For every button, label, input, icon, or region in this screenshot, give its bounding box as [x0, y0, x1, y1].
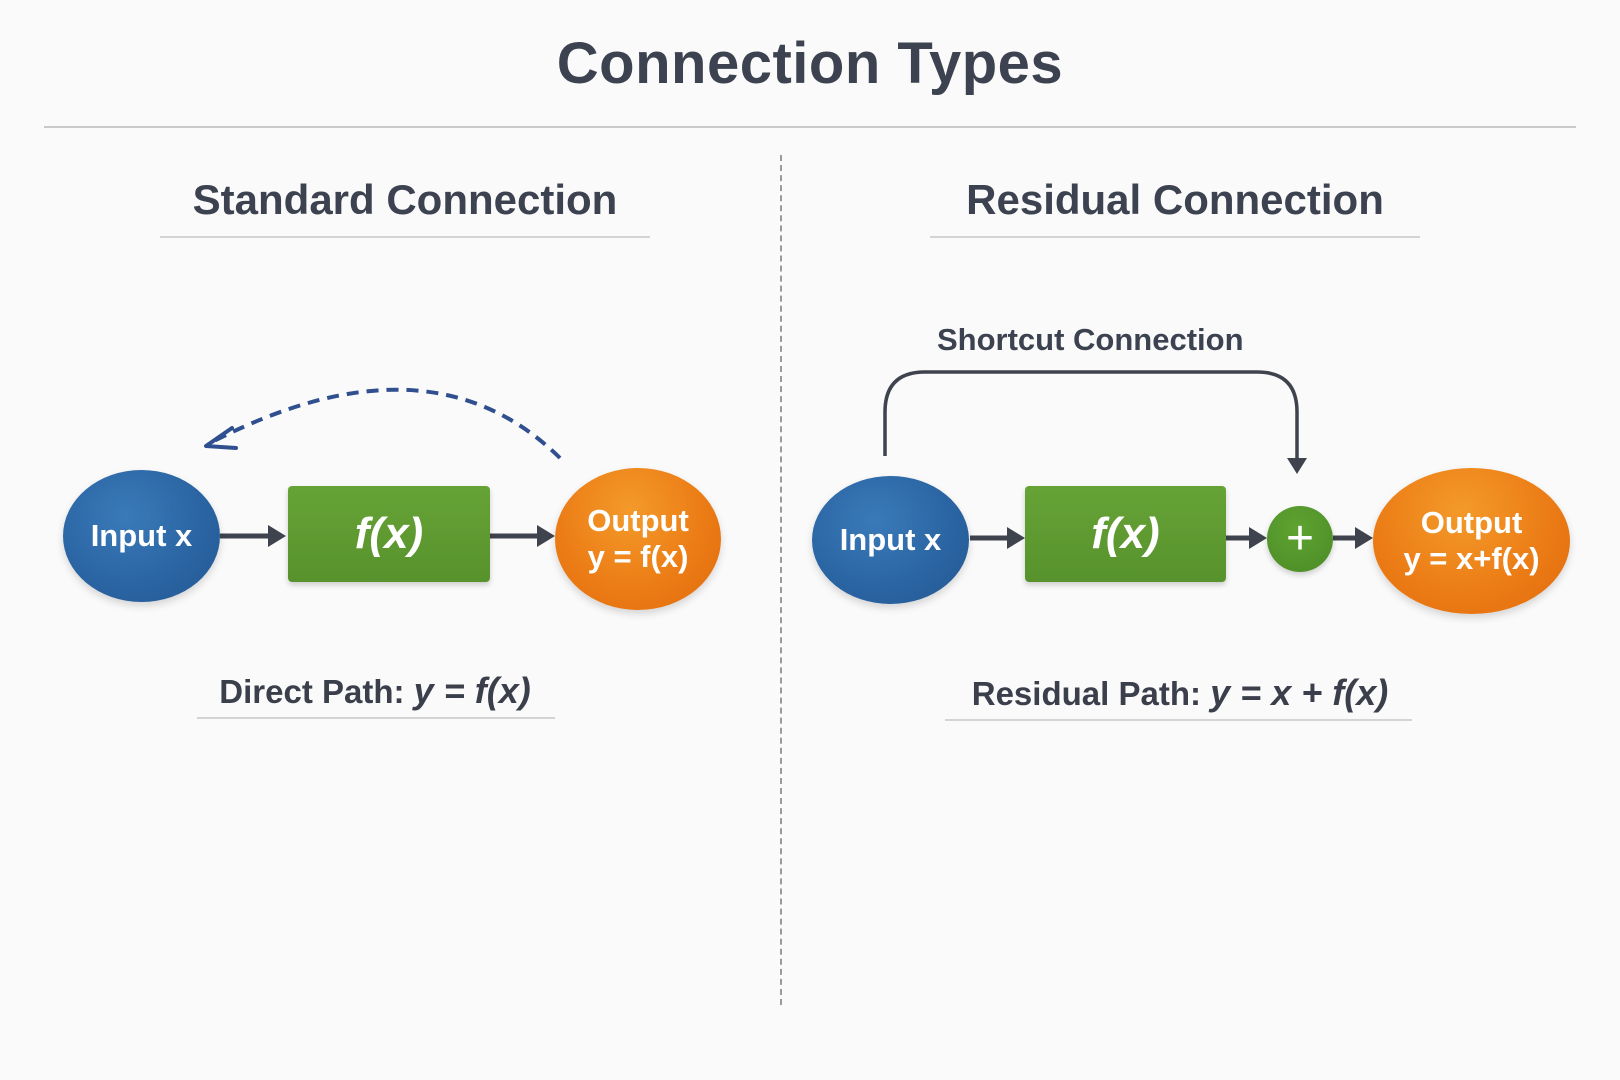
residual-arrowhead-3 — [1355, 527, 1373, 549]
residual-formula-prefix: Residual Path: — [971, 675, 1201, 712]
standard-arrowhead-1 — [268, 525, 286, 547]
standard-function-label: f(x) — [354, 508, 424, 558]
plus-icon: + — [1285, 512, 1315, 565]
center-divider — [780, 155, 782, 1005]
standard-input-node: Input x — [63, 470, 220, 602]
sum-node: + — [1267, 506, 1333, 572]
shortcut-connection-label: Shortcut Connection — [937, 322, 1244, 357]
standard-formula-math: y = f(x) — [413, 670, 531, 711]
shortcut-path — [883, 370, 1299, 458]
feedback-dashed-arc — [211, 387, 562, 460]
residual-output-line2: y = x+f(x) — [1403, 541, 1540, 576]
residual-input-node: Input x — [812, 476, 969, 604]
feedback-arrowhead — [204, 426, 238, 450]
title-divider — [44, 126, 1576, 128]
page-title: Connection Types — [556, 31, 1064, 96]
standard-formula-prefix: Direct Path: — [219, 673, 405, 710]
residual-formula-rule — [945, 719, 1412, 721]
residual-output-line1: Output — [1420, 505, 1523, 541]
residual-arrowhead-1 — [1007, 527, 1025, 549]
standard-output-line1: Output — [587, 503, 689, 539]
residual-formula: Residual Path: y = x + f(x) — [945, 672, 1415, 714]
standard-formula-rule — [197, 717, 555, 719]
residual-output-node: Output y = x+f(x) — [1373, 468, 1570, 614]
standard-formula: Direct Path: y = f(x) — [195, 670, 555, 712]
residual-arrowhead-2 — [1249, 527, 1267, 549]
residual-input-label: Input x — [839, 522, 942, 558]
residual-heading: Residual Connection — [966, 176, 1384, 223]
residual-heading-rule — [930, 236, 1420, 238]
standard-function-box: f(x) — [288, 486, 490, 582]
standard-heading: Standard Connection — [192, 176, 618, 223]
standard-input-label: Input x — [90, 518, 193, 554]
standard-heading-rule — [160, 236, 650, 238]
standard-arrowhead-2 — [537, 525, 555, 547]
residual-function-box: f(x) — [1025, 486, 1226, 582]
shortcut-arrowhead — [1287, 458, 1307, 474]
residual-formula-math: y = x + f(x) — [1210, 672, 1389, 713]
residual-function-label: f(x) — [1091, 508, 1160, 558]
standard-output-node: Output y = f(x) — [555, 468, 721, 610]
standard-output-line2: y = f(x) — [587, 539, 689, 574]
